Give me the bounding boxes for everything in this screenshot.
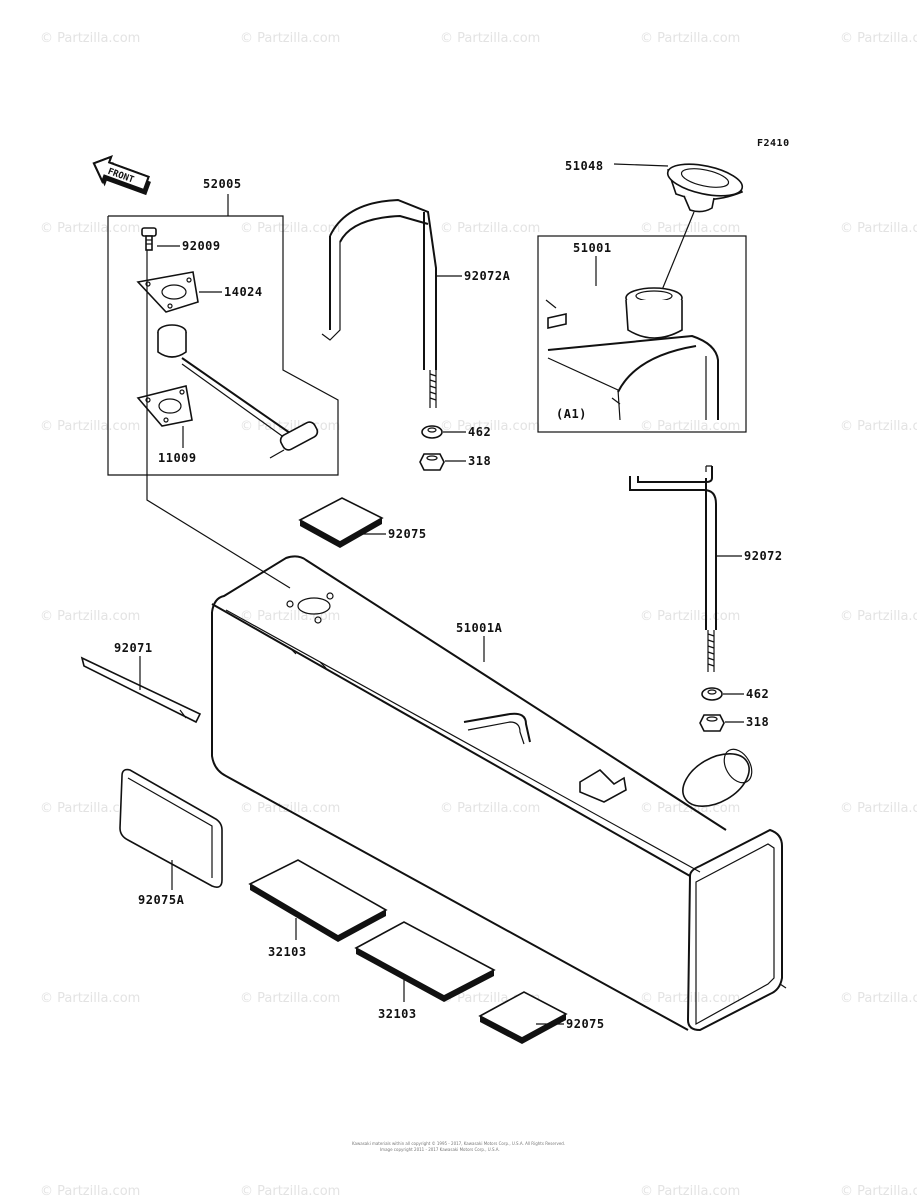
watermark: © Partzilla.com — [840, 801, 917, 816]
part-label-51048[interactable]: 51048 — [565, 159, 604, 173]
watermark: © Partzilla.com — [40, 609, 140, 624]
strap-icon — [629, 465, 717, 672]
inset-tank-detail — [545, 287, 719, 421]
pad-icon — [248, 859, 388, 942]
alignment-line — [661, 211, 695, 291]
watermark: © Partzilla.com — [640, 221, 740, 236]
watermark: © Partzilla.com — [640, 419, 740, 434]
part-label-462-right[interactable]: 462 — [746, 687, 769, 701]
watermark: © Partzilla.com — [440, 419, 540, 434]
part-label-92075-top[interactable]: 92075 — [388, 527, 427, 541]
watermark: © Partzilla.com — [40, 419, 140, 434]
watermark: © Partzilla.com — [440, 221, 540, 236]
watermark: © Partzilla.com — [440, 801, 540, 816]
watermark: © Partzilla.com — [840, 1184, 917, 1199]
part-label-51001[interactable]: 51001 — [573, 241, 612, 255]
part-label-92009[interactable]: 92009 — [182, 239, 221, 253]
watermark: © Partzilla.com — [640, 1184, 740, 1199]
watermark: © Partzilla.com — [640, 609, 740, 624]
watermark: © Partzilla.com — [40, 1184, 140, 1199]
watermark: © Partzilla.com — [640, 31, 740, 46]
watermark: © Partzilla.com — [240, 1184, 340, 1199]
watermark: © Partzilla.com — [840, 991, 917, 1006]
copyright-text: Image copyright 2011 - 2017 Kawasaki Mot… — [380, 1147, 500, 1152]
watermark: © Partzilla.com — [240, 801, 340, 816]
part-label-318-right[interactable]: 318 — [746, 715, 769, 729]
watermark: © Partzilla.com — [240, 221, 340, 236]
part-label-92075A[interactable]: 92075A — [138, 893, 185, 907]
inset-label: (A1) — [556, 407, 587, 421]
fuel-gauge-sender-icon — [157, 324, 319, 459]
part-label-32103-a[interactable]: 32103 — [268, 945, 307, 959]
strap-icon — [321, 198, 437, 408]
fuel-tank-icon — [211, 555, 787, 1032]
watermark: © Partzilla.com — [40, 221, 140, 236]
leader-line — [613, 163, 669, 167]
fuel-cap-icon — [666, 163, 744, 213]
watermark: © Partzilla.com — [440, 31, 540, 46]
watermark: © Partzilla.com — [840, 609, 917, 624]
gasket-icon — [136, 271, 199, 313]
part-label-92072[interactable]: 92072 — [744, 549, 783, 563]
copyright-text: Kawasaki materials within all copyright … — [352, 1141, 565, 1146]
part-label-11009[interactable]: 11009 — [158, 451, 197, 465]
watermark: © Partzilla.com — [40, 801, 140, 816]
part-label-92075-bottom[interactable]: 92075 — [566, 1017, 605, 1031]
bolt-icon — [141, 227, 157, 251]
nut-icon — [699, 714, 725, 732]
assembly-bracket — [107, 215, 339, 476]
pad-icon — [478, 991, 568, 1044]
figure-code: F2410 — [757, 138, 790, 149]
part-label-318-top[interactable]: 318 — [468, 454, 491, 468]
pad-icon — [298, 497, 384, 548]
part-label-14024[interactable]: 14024 — [224, 285, 263, 299]
part-label-51001A[interactable]: 51001A — [456, 621, 503, 635]
inset-frame — [537, 235, 747, 433]
alignment-line — [146, 250, 291, 589]
watermark: © Partzilla.com — [840, 419, 917, 434]
part-label-462-top[interactable]: 462 — [468, 425, 491, 439]
watermark: © Partzilla.com — [640, 991, 740, 1006]
gasket-icon — [136, 385, 193, 427]
watermark: © Partzilla.com — [40, 31, 140, 46]
watermark: © Partzilla.com — [240, 991, 340, 1006]
watermark-layer: © Partzilla.com © Partzilla.com © Partzi… — [40, 31, 917, 1199]
part-label-92071[interactable]: 92071 — [114, 641, 153, 655]
part-label-52005[interactable]: 52005 — [203, 177, 242, 191]
part-label-32103-b[interactable]: 32103 — [378, 1007, 417, 1021]
watermark: © Partzilla.com — [840, 31, 917, 46]
front-arrow-icon: FRONT — [92, 155, 151, 196]
watermark: © Partzilla.com — [840, 221, 917, 236]
nut-icon — [419, 453, 445, 471]
pad-icon — [354, 921, 496, 1002]
lock-washer-icon — [421, 425, 443, 439]
band-icon — [80, 656, 202, 724]
part-label-92072A[interactable]: 92072A — [464, 269, 511, 283]
pad-icon — [119, 768, 223, 888]
watermark: © Partzilla.com — [40, 991, 140, 1006]
lock-washer-icon — [701, 687, 723, 701]
watermark: © Partzilla.com — [240, 31, 340, 46]
